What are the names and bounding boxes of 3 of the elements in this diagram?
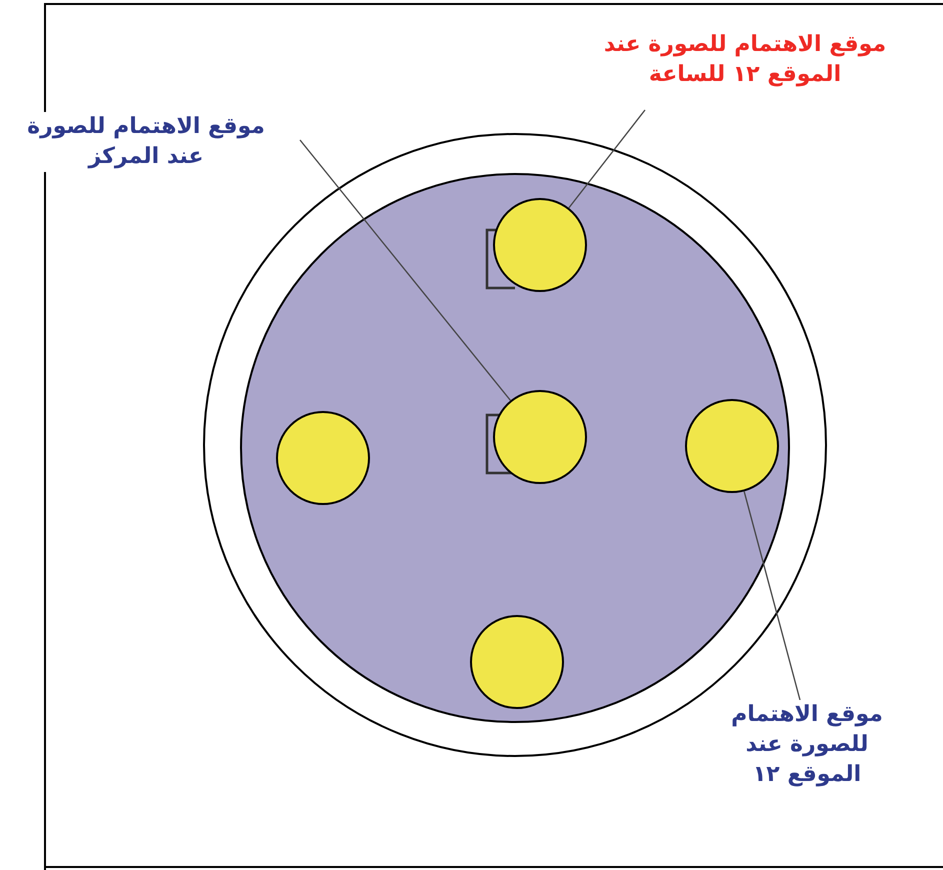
leader-line xyxy=(300,140,511,401)
leader-line xyxy=(568,110,646,208)
leader-line xyxy=(744,491,801,700)
